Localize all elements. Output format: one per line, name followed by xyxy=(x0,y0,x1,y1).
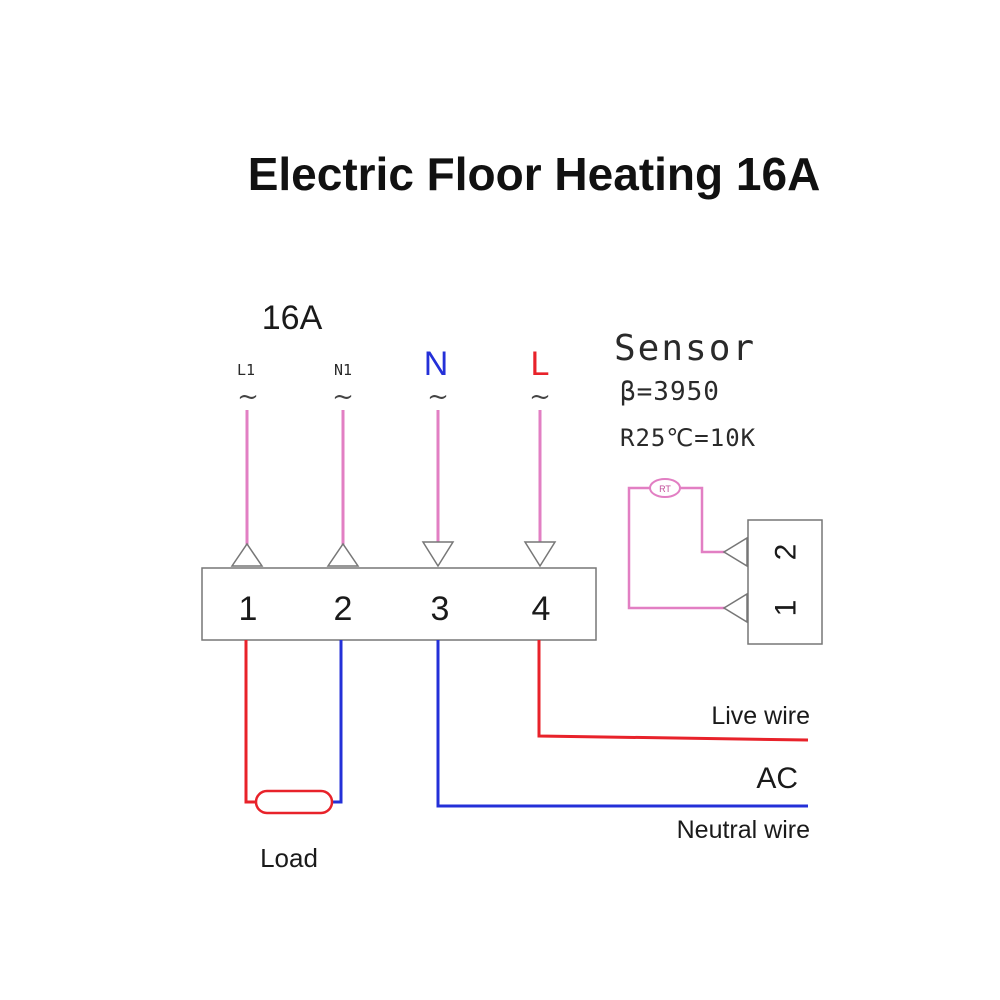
terminal-2-number: 2 xyxy=(334,590,353,628)
arrow-left-icon xyxy=(722,536,748,568)
sensor-resistance: R25℃=10K xyxy=(620,424,756,452)
terminal-4-number: 4 xyxy=(532,590,551,628)
sensor-pin-2: 2 xyxy=(770,544,803,561)
terminal-3-number: 3 xyxy=(431,590,450,628)
ac-symbol-2: ~ xyxy=(332,382,354,412)
ac-label: AC xyxy=(756,762,798,795)
terminal-1-label: L1 xyxy=(237,361,255,379)
arrow-up-icon xyxy=(230,542,264,567)
arrow-up-icon xyxy=(326,542,360,567)
sensor-wire-1 xyxy=(627,486,746,610)
sensor-pin-1: 1 xyxy=(770,600,803,617)
ac-symbol-3: ~ xyxy=(427,382,449,412)
live-wire-label: Live wire xyxy=(711,702,810,730)
terminal-4-label: L xyxy=(531,345,550,383)
thermistor-label: RT xyxy=(659,484,671,494)
arrow-down-icon xyxy=(421,541,455,568)
sensor-wire-2 xyxy=(678,486,746,554)
neutral-wire xyxy=(436,640,808,808)
ac-symbol-4: ~ xyxy=(529,382,551,412)
rating-label: 16A xyxy=(262,299,323,337)
arrow-left-icon xyxy=(722,592,748,624)
arrow-down-icon xyxy=(523,541,557,568)
neutral-wire-label: Neutral wire xyxy=(677,816,810,844)
ac-symbol-1: ~ xyxy=(237,382,259,412)
terminal-block xyxy=(201,567,597,641)
thermistor-element xyxy=(649,478,681,498)
terminal-2-label: N1 xyxy=(334,361,352,379)
sensor-beta: β=3950 xyxy=(620,377,720,407)
live-wire xyxy=(537,640,809,742)
sensor-title: Sensor xyxy=(614,328,756,369)
terminal-3-label: N xyxy=(424,345,449,383)
load-heater-element xyxy=(254,789,334,815)
load-label: Load xyxy=(260,843,318,873)
terminal-1-number: 1 xyxy=(239,590,258,628)
load-wire-neutral xyxy=(330,640,343,804)
diagram-title: Electric Floor Heating 16A xyxy=(248,148,821,200)
sensor-connector-block xyxy=(747,519,823,645)
load-wire-live xyxy=(244,640,258,804)
